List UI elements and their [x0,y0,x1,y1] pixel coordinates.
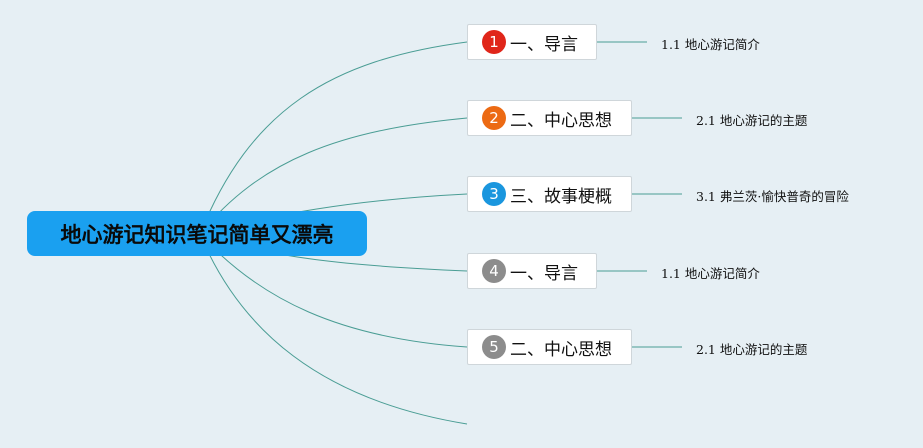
priority-4-icon: 4 [482,259,506,283]
subtopic-3[interactable]: 3.1 弗兰茨·愉快普奇的冒险 [696,189,849,204]
topic-5[interactable]: 5 二、中心思想 [467,329,632,365]
priority-3-icon: 3 [482,182,506,206]
topic-2[interactable]: 2 二、中心思想 [467,100,632,136]
topic-1[interactable]: 1 一、导言 [467,24,597,60]
branch-line-5 [199,233,468,348]
priority-5-icon: 5 [482,335,506,359]
priority-2-icon: 2 [482,106,506,130]
topic-3[interactable]: 3 三、故事梗概 [467,176,632,212]
topic-4-label: 一、导言 [510,263,578,284]
root-topic[interactable]: 地心游记知识笔记简单又漂亮 [27,211,367,256]
branch-line-2 [199,117,468,235]
subtopic-2[interactable]: 2.1 地心游记的主题 [696,113,808,128]
subtopic-4[interactable]: 1.1 地心游记简介 [661,266,760,281]
subtopic-5[interactable]: 2.1 地心游记的主题 [696,342,808,357]
topic-2-label: 二、中心思想 [510,110,612,131]
topic-1-label: 一、导言 [510,34,578,55]
branch-line-1 [199,41,468,235]
priority-1-icon: 1 [482,30,506,54]
topic-3-label: 三、故事梗概 [510,186,612,207]
branch-line-6 [199,233,468,425]
topic-4[interactable]: 4 一、导言 [467,253,597,289]
root-topic-label: 地心游记知识笔记简单又漂亮 [60,222,334,247]
topic-5-label: 二、中心思想 [510,339,612,360]
subtopic-1[interactable]: 1.1 地心游记简介 [661,37,760,52]
